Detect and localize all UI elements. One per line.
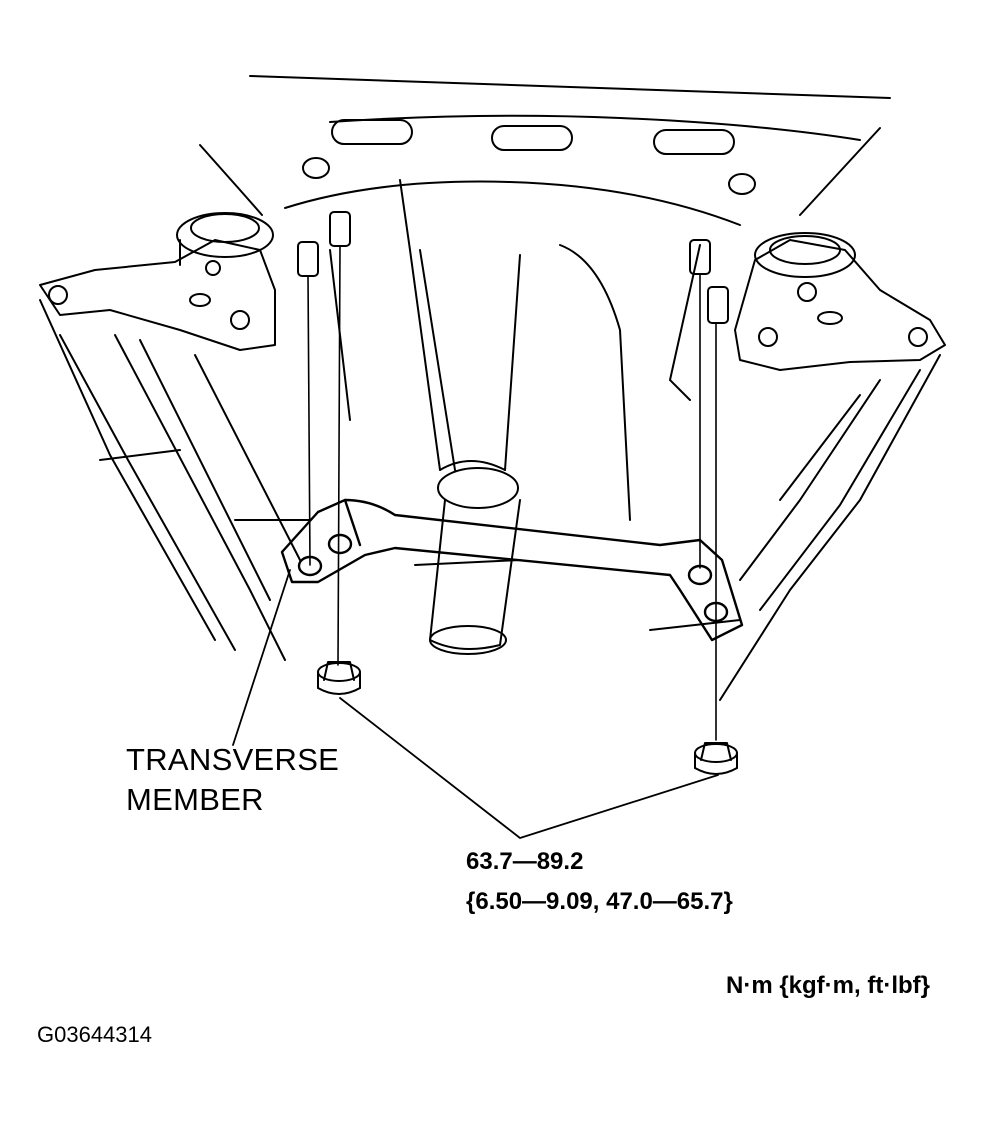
left-flange-nut bbox=[317, 661, 361, 695]
floor-panel-outline bbox=[249, 75, 891, 226]
member-label: MEMBER bbox=[126, 782, 264, 817]
torque-value-alt-units: {6.50—9.09, 47.0—65.7} bbox=[466, 888, 733, 915]
figure-id: G03644314 bbox=[37, 1022, 152, 1047]
right-stud-bolts bbox=[689, 239, 729, 324]
left-stud-bolts bbox=[297, 211, 351, 277]
transverse-label: TRANSVERSE bbox=[126, 742, 340, 777]
torque-value-nm: 63.7—89.2 bbox=[466, 848, 584, 875]
transverse-member bbox=[280, 498, 744, 642]
left-engine-mount bbox=[39, 212, 276, 351]
torque-units-note: N·m {kgf·m, ft·lbf} bbox=[726, 972, 930, 999]
right-engine-mount bbox=[734, 232, 946, 371]
stud-guide-lines bbox=[307, 245, 717, 741]
center-drivetrain bbox=[329, 179, 701, 655]
leader-lines bbox=[232, 569, 719, 839]
right-flange-nut bbox=[694, 742, 738, 775]
right-frame-rail bbox=[649, 127, 941, 701]
left-frame-rail bbox=[39, 144, 311, 661]
